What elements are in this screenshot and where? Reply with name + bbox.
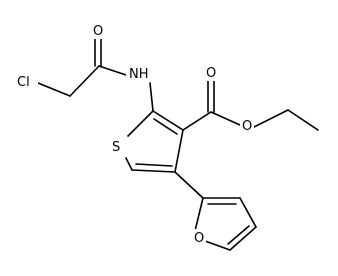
bond-fc5-o [204, 240, 231, 251]
bond-c4-furan [174, 171, 204, 199]
bond-o-fc2 [194, 197, 204, 232]
atom-chlorine: Cl [17, 75, 30, 90]
bond-fc4-fc5-2 [227, 225, 250, 245]
bond-cester-oester [210, 111, 241, 126]
bond-nh-c2 [149, 82, 154, 112]
atom-oxygen-furan: O [194, 231, 204, 246]
bond-co-nh [98, 65, 127, 76]
bond-c2-c3-2 [153, 118, 178, 135]
atom-nh: NH [129, 67, 149, 82]
bond-c4-c3 [174, 129, 184, 173]
bond-cl-ch2 [37, 82, 71, 97]
bond-ch2-ch3 [287, 109, 319, 131]
bond-c5-c4-1 [131, 169, 176, 173]
atom-sulfur: S [112, 140, 120, 155]
bond-c3-cester [182, 111, 212, 131]
bond-c2-s [127, 110, 154, 137]
bond-c2-c3-1 [152, 110, 184, 131]
bond-fc4-fc5-1 [229, 226, 257, 251]
atom-oxygen-carbonyl: O [206, 66, 216, 81]
atom-oxygen-ester: O [242, 119, 252, 134]
bond-c5-c4-2 [135, 163, 173, 167]
bonds [37, 37, 319, 251]
bond-oester-ch2 [253, 109, 289, 128]
atom-labels: Cl O NH S O O O [14, 22, 254, 246]
bond-ch2-co [69, 65, 100, 97]
atom-oxygen-amide: O [93, 24, 103, 39]
bond-s-c5 [125, 157, 133, 171]
bond-fc3-fc4 [239, 197, 257, 228]
